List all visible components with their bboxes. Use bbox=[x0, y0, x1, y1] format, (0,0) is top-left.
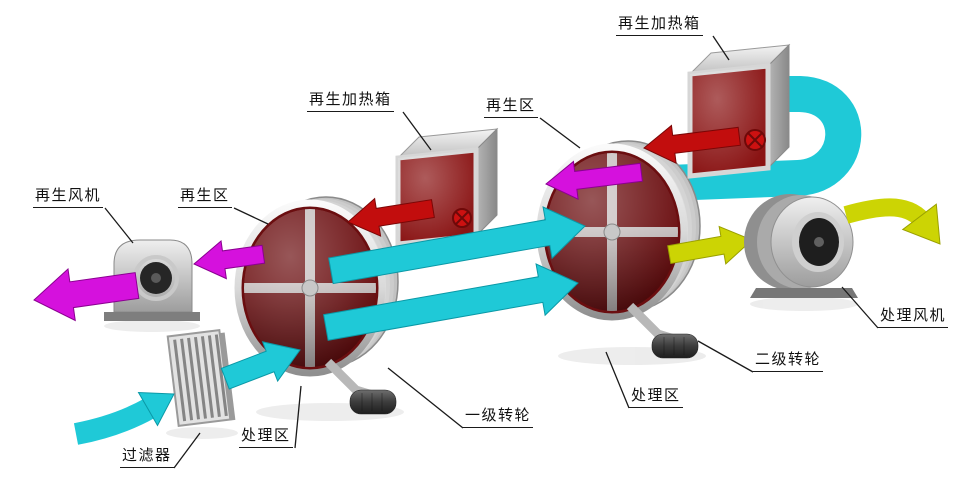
leader-regen-fan bbox=[104, 207, 134, 244]
label-regen-fan: 再生风机 bbox=[33, 186, 104, 208]
label-regen-zone-wheel2: 再生区 bbox=[484, 96, 538, 118]
process-air-arrow-lower bbox=[323, 263, 579, 341]
regen-heater-box-2 bbox=[687, 43, 791, 179]
leader-process-zone-wheel1 bbox=[294, 385, 302, 449]
label-process-zone-wheel2: 处理区 bbox=[629, 386, 683, 408]
wheel-2-hub bbox=[603, 223, 621, 241]
hot-air-arrow-1 bbox=[347, 197, 435, 237]
leader-lines bbox=[104, 35, 879, 469]
regen-fan-base bbox=[104, 312, 200, 321]
wheel-2-motor bbox=[651, 333, 699, 359]
dry-air-arrow bbox=[667, 225, 753, 265]
regen-exhaust-arrow bbox=[33, 267, 140, 322]
label-process-zone-wheel1: 处理区 bbox=[239, 426, 293, 448]
heater-1-fan-emblem bbox=[452, 208, 472, 228]
intake-air-arrow bbox=[73, 392, 175, 445]
label-process-fan: 处理风机 bbox=[878, 306, 949, 328]
wheel-1-motor bbox=[349, 389, 397, 415]
leader-filter bbox=[173, 432, 201, 469]
filtered-air-arrow bbox=[220, 341, 301, 390]
regen-air-arrow-2 bbox=[545, 160, 643, 201]
label-regen-heater-top: 再生加热箱 bbox=[616, 14, 703, 36]
leader-regen-zone-wheel2 bbox=[539, 117, 581, 149]
leader-regen-zone-wheel1 bbox=[233, 207, 269, 225]
filter-pleats bbox=[173, 334, 228, 422]
leader-rotor-stage2 bbox=[697, 340, 754, 373]
leader-regen-heater-mid bbox=[402, 111, 432, 151]
regen-heater-box-1 bbox=[395, 127, 499, 247]
process-fan bbox=[744, 194, 858, 298]
wheel-1-hub bbox=[301, 279, 319, 297]
hot-air-arrow-2 bbox=[643, 124, 741, 165]
process-air-return-duct bbox=[641, 76, 862, 202]
leader-rotor-stage1 bbox=[387, 367, 464, 429]
label-filter: 过滤器 bbox=[120, 446, 174, 468]
regen-air-arrow-1 bbox=[193, 240, 266, 280]
label-rotor-stage2: 二级转轮 bbox=[753, 350, 824, 372]
leader-regen-heater-top bbox=[712, 35, 730, 61]
leader-process-zone-wheel2 bbox=[605, 351, 630, 409]
process-air-arrow-upper bbox=[328, 206, 586, 285]
label-rotor-stage1: 一级转轮 bbox=[463, 406, 534, 428]
heater-2-fan-emblem bbox=[744, 129, 766, 151]
heater-2-side bbox=[767, 43, 790, 170]
label-regen-heater-mid: 再生加热箱 bbox=[307, 90, 394, 112]
outlet-air-arrow bbox=[843, 198, 941, 245]
process-fan-base bbox=[750, 288, 858, 298]
label-regen-zone-wheel1: 再生区 bbox=[178, 186, 232, 208]
leader-process-fan bbox=[841, 286, 879, 329]
